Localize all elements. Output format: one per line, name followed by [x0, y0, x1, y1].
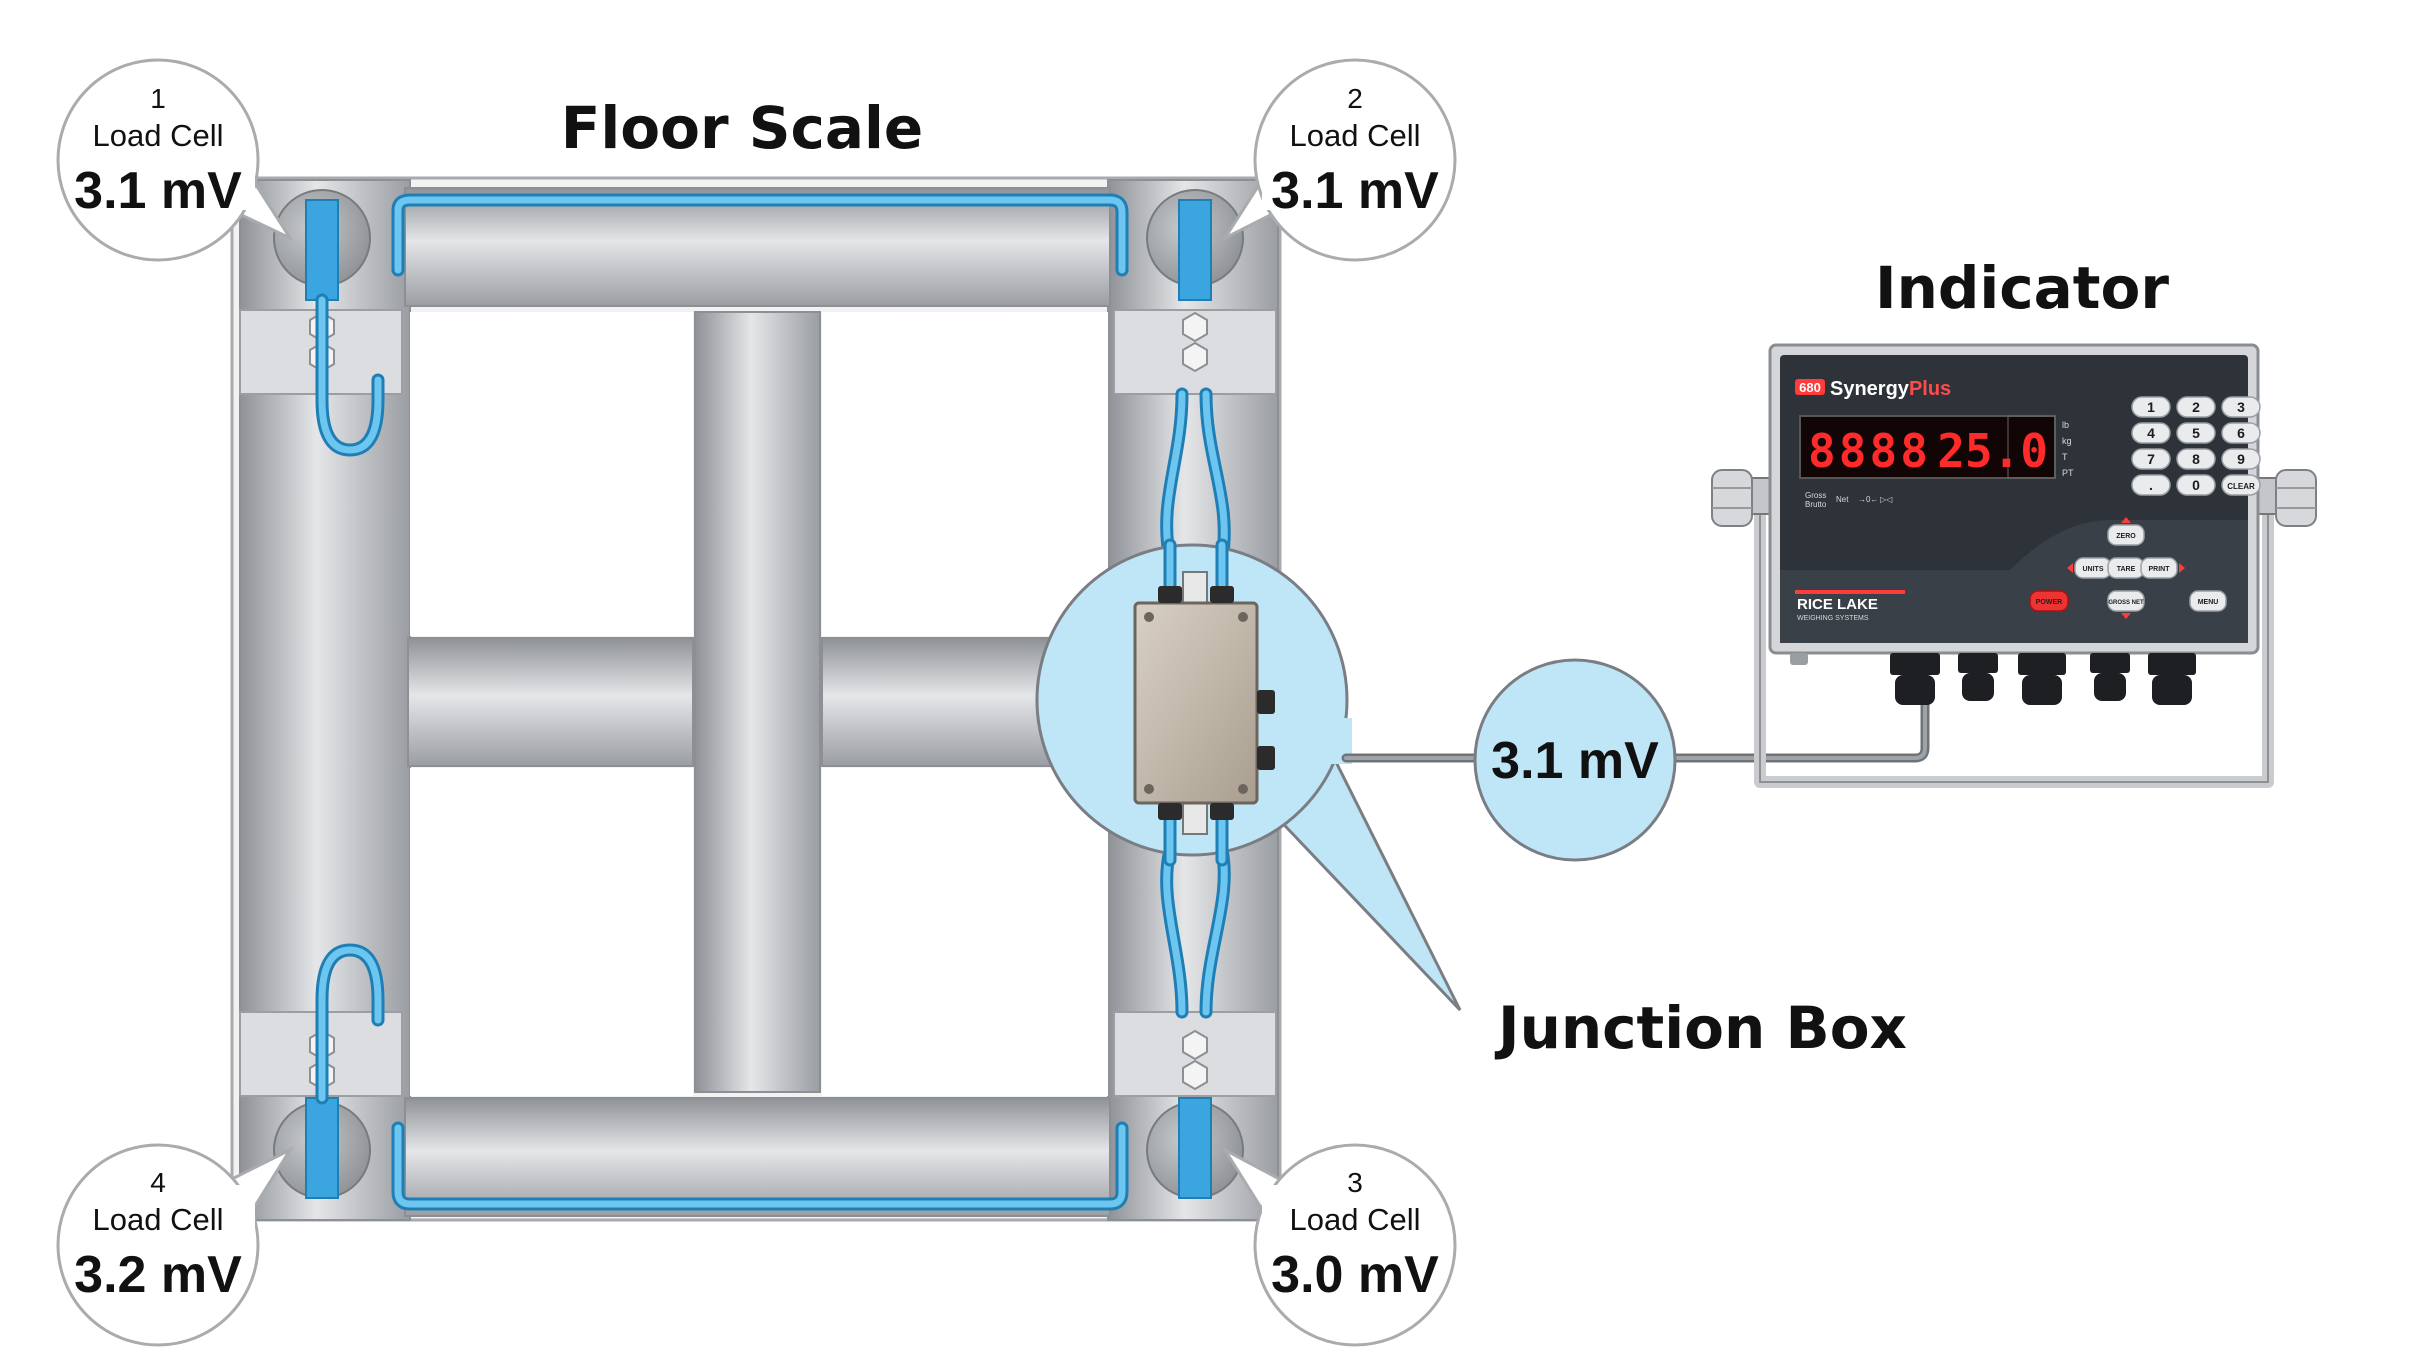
annunciator-gross: Gross	[1805, 491, 1826, 500]
corner-hardware	[239, 189, 1277, 1199]
key-0: 0	[2192, 477, 2200, 493]
model-badge-text: 680	[1799, 380, 1821, 395]
top-beam	[404, 187, 1111, 307]
load-cell-3-number: 3	[1347, 1167, 1363, 1198]
load-cell-3-value: 3.0 mV	[1271, 1246, 1439, 1304]
annunciator-zero: →0←	[1858, 495, 1878, 504]
key-units: UNITS	[2083, 566, 2104, 573]
load-cell-4-label: Load Cell	[93, 1202, 224, 1237]
key-print: PRINT	[2149, 566, 2171, 573]
load-cell-2-value: 3.1 mV	[1271, 162, 1439, 220]
key-8: 8	[2192, 451, 2200, 467]
junction-box-tab-bottom	[1182, 799, 1208, 835]
unit-pt: PT	[2062, 468, 2074, 478]
load-cell-1-value: 3.1 mV	[74, 162, 242, 220]
key-zero: ZERO	[2116, 533, 2136, 540]
load-cell-3-body	[1178, 1097, 1212, 1199]
unit-lb: lb	[2062, 420, 2069, 430]
key-4: 4	[2147, 425, 2155, 441]
load-cell-3-label: Load Cell	[1290, 1202, 1421, 1237]
indicator-title: Indicator	[1875, 254, 2169, 322]
nav-keys	[2074, 524, 2227, 612]
load-cell-1-number: 1	[150, 83, 166, 114]
load-cell-4-body	[305, 1097, 339, 1199]
annunciator-brutto: Brutto	[1805, 500, 1827, 509]
key-1: 1	[2147, 399, 2155, 415]
led-display-value: 25.0	[1937, 424, 2048, 478]
model-name: SynergyPlus	[1830, 378, 1951, 400]
indicator-device	[1711, 343, 2317, 788]
brand-subtitle: WEIGHING SYSTEMS	[1797, 615, 1869, 622]
led-display	[1799, 415, 2056, 479]
cord-grips	[1158, 586, 1275, 820]
load-cell-4-value: 3.2 mV	[74, 1246, 242, 1304]
key-2: 2	[2192, 399, 2200, 415]
home-run-cable	[1341, 685, 1930, 763]
key-clear: CLEAR	[2227, 482, 2255, 491]
junction-box-title: Junction Box	[1494, 994, 1907, 1062]
unit-t: T	[2062, 452, 2068, 462]
bolt-icon	[1182, 341, 1208, 373]
load-cell-1-body	[305, 199, 339, 301]
junction-box-tab-top	[1182, 571, 1208, 607]
key-menu: MENU	[2198, 599, 2219, 606]
junction-box-enclosure	[1133, 601, 1259, 805]
load-cell-1-label: Load Cell	[93, 118, 224, 153]
signal-bubble	[1473, 658, 1677, 862]
stand-knob-left	[1711, 469, 1773, 527]
key-gross-net: GROSS NET	[2108, 600, 2144, 606]
key-decimal: .	[2149, 477, 2153, 493]
load-cell-4-number: 4	[150, 1167, 166, 1198]
load-cell-2-number: 2	[1347, 83, 1363, 114]
bolt-icon	[1182, 1029, 1208, 1061]
mid-beam-left	[407, 637, 694, 767]
key-power: POWER	[2036, 599, 2062, 606]
key-tare: TARE	[2117, 566, 2136, 573]
brand-logo: RICE LAKE	[1797, 596, 1878, 613]
key-5: 5	[2192, 425, 2200, 441]
junction-box-callout	[1035, 538, 1462, 1012]
key-3: 3	[2237, 399, 2245, 415]
model-badge	[1795, 379, 1825, 395]
key-9: 9	[2237, 451, 2245, 467]
center-beam	[694, 311, 821, 1093]
annunciator-net: Net	[1836, 495, 1849, 504]
load-cell-2-label: Load Cell	[1290, 118, 1421, 153]
key-7: 7	[2147, 451, 2155, 467]
annunciator-motion: ▷◁	[1880, 495, 1893, 504]
numeric-keypad	[2131, 396, 2261, 496]
key-6: 6	[2237, 425, 2245, 441]
indicator-signal-value: 3.1 mV	[1491, 732, 1659, 790]
indicator-cord-grips	[1890, 653, 2196, 705]
load-cell-2-body	[1178, 199, 1212, 301]
floor-scale-title: Floor Scale	[561, 94, 924, 162]
unit-kg: kg	[2062, 436, 2072, 446]
power-button	[2029, 590, 2069, 612]
model-name-main: Synergy	[1830, 378, 1910, 400]
bolt-icon	[1182, 311, 1208, 343]
bottom-beam	[404, 1097, 1111, 1217]
bolt-icon	[1182, 1059, 1208, 1091]
model-name-suffix: Plus	[1909, 378, 1951, 400]
